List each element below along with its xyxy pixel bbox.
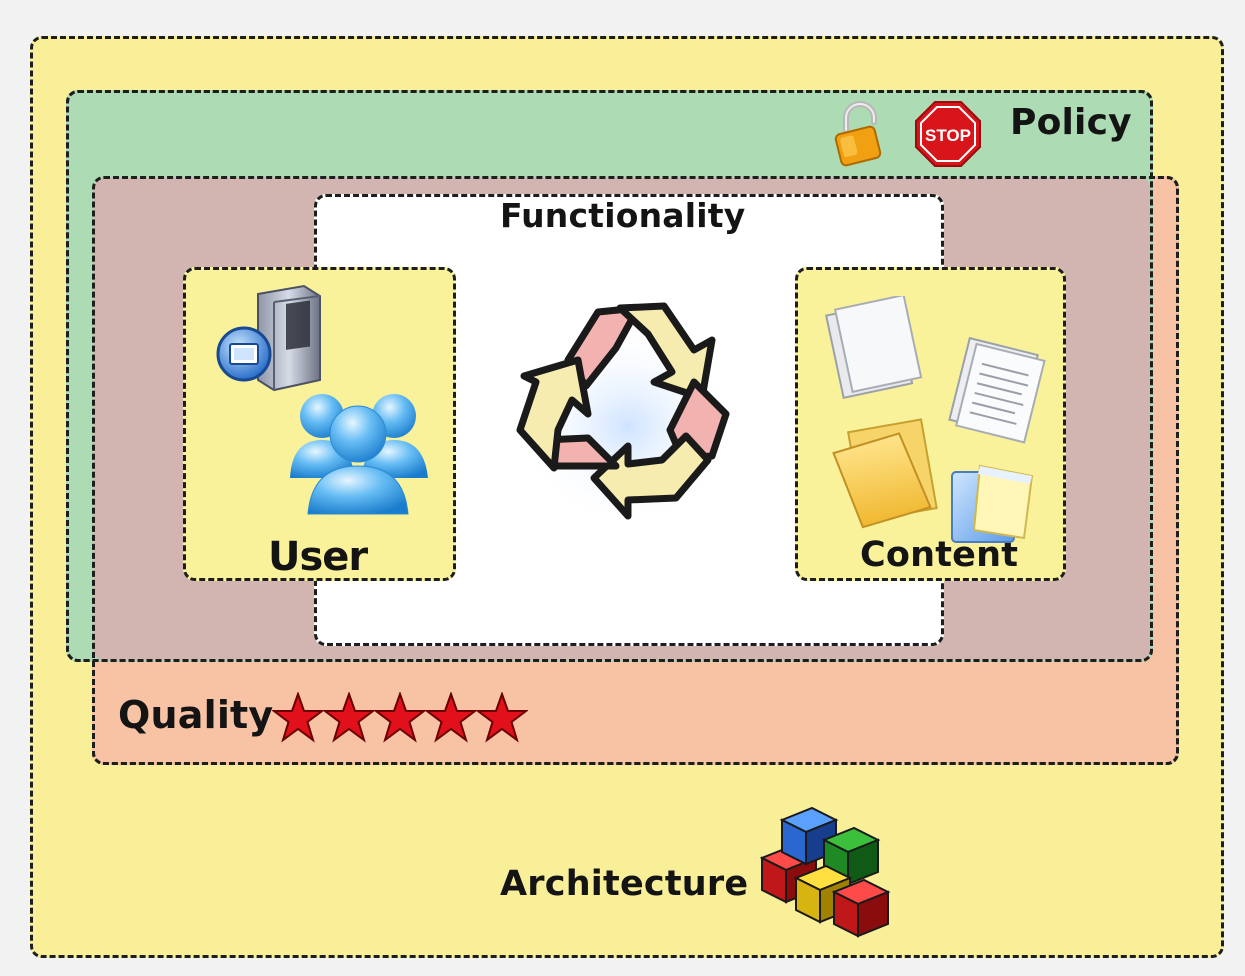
stop-sign-icon: STOP	[915, 101, 981, 167]
quality-rating	[273, 693, 527, 741]
stop-sign-text: STOP	[925, 126, 971, 145]
folder-icon	[832, 418, 938, 529]
user-label: User	[268, 534, 368, 580]
recycle-icon	[516, 302, 740, 520]
quality-outline	[92, 176, 1179, 765]
functionality-label: Functionality	[500, 196, 746, 235]
document-icon	[824, 296, 923, 400]
policy-label: Policy	[1010, 102, 1132, 143]
files-icon	[951, 464, 1034, 543]
quality-label: Quality	[118, 693, 274, 737]
building-blocks-icon	[759, 806, 891, 938]
policy-outline	[66, 90, 1153, 662]
star-icon	[273, 693, 323, 741]
star-icon	[477, 693, 527, 741]
star-icon	[375, 693, 425, 741]
star-icon	[426, 693, 476, 741]
server-icon	[216, 284, 321, 392]
padlock-icon	[834, 101, 882, 167]
user-group-icon	[290, 394, 428, 515]
document-icon	[948, 336, 1046, 444]
architecture-label: Architecture	[500, 864, 749, 904]
star-icon	[324, 693, 374, 741]
